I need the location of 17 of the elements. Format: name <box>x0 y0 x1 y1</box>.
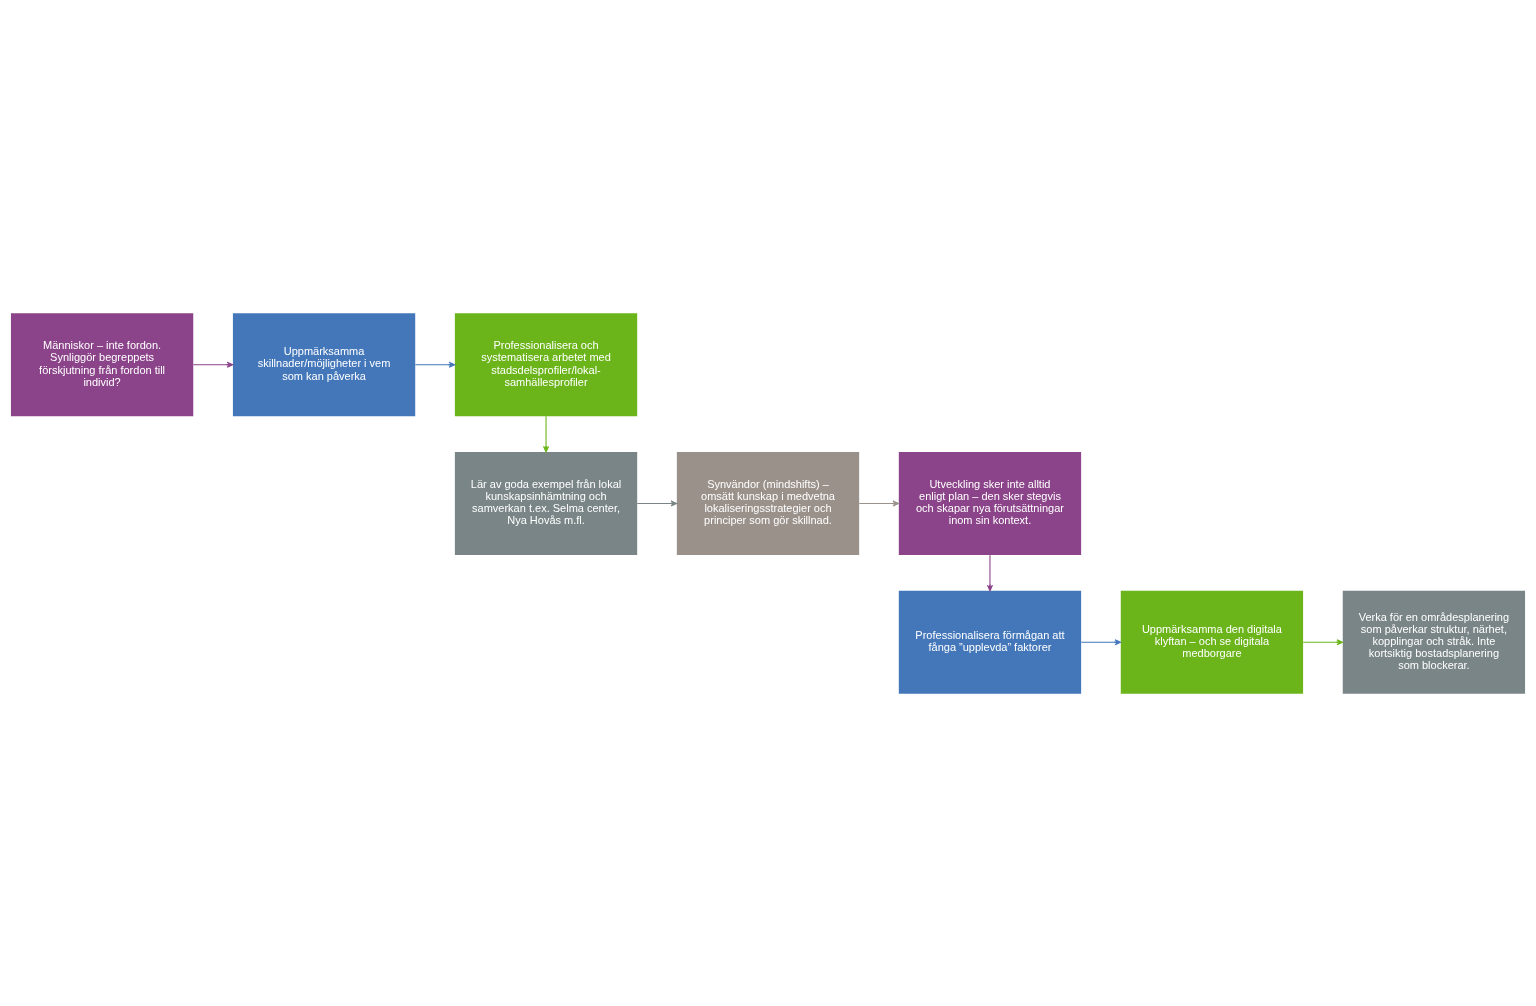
node-box: Verka för en områdesplanering som påverkar struktur, närhet, kopplingar och stråk. Inte kortsiktig bostadsplanering som blockerar. <box>1342 590 1526 694</box>
node-box: Utveckling sker inte alltid enligt plan – den sker stegvis och skapar nya förutsättningar inom sin kontext. <box>898 451 1082 555</box>
node-box: Synvändor (mindshifts) – omsätt kunskap i medvetna lokaliseringsstrategier och principer som gör skillnad. <box>676 451 860 555</box>
arrow <box>858 499 900 507</box>
node-box: Professionalisera och systematisera arbetet med stadsdelsprofiler/lokal-samhällesprofiler <box>454 312 638 416</box>
arrow <box>986 554 993 591</box>
arrow <box>414 361 456 368</box>
node-box: Lär av goda exempel från lokal kunskapsinhämtning och samverkan t.ex. Selma center, Nya Hovås m.fl. <box>454 451 638 555</box>
node-box: Människor – inte fordon. Synliggör begreppets förskjutning från fordon till individ? <box>10 312 194 416</box>
arrow <box>1080 638 1122 645</box>
arrow <box>636 499 678 507</box>
arrow <box>192 361 234 368</box>
node-box: Uppmärksamma skillnader/möjligheter i vem som kan påverka <box>232 312 416 416</box>
arrow <box>543 415 550 452</box>
node-box: Professionalisera förmågan att fånga ”upplevda” faktorer <box>898 590 1082 694</box>
arrow <box>1302 638 1344 645</box>
node-box: Uppmärksamma den digitala klyftan – och se digitala medborgare <box>1120 590 1304 694</box>
